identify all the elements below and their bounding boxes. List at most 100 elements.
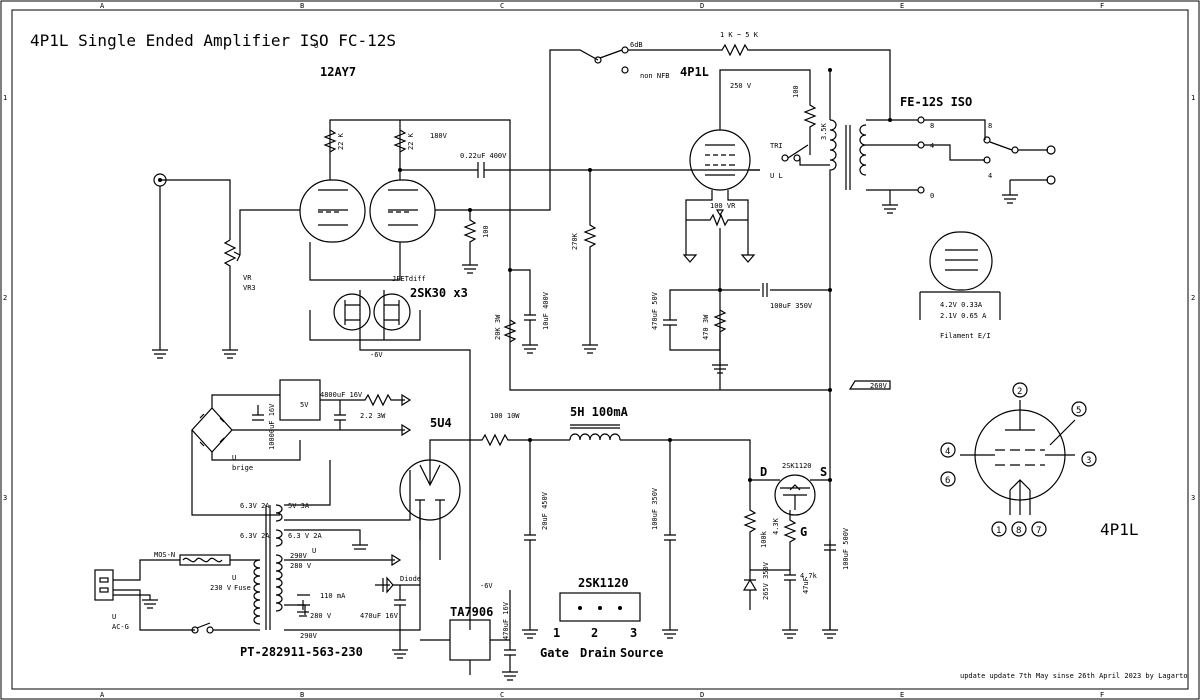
iec-pin-2	[99, 587, 109, 593]
filament-box: 4.2V 0.33A 2.1V 0.65 A Filament E/I	[919, 231, 1001, 340]
regulator-label: TA7906	[450, 605, 493, 619]
tube-right-triode	[369, 179, 436, 243]
right-triode-elements	[388, 189, 418, 226]
c-100uf350-label: 100uF 350V	[770, 302, 813, 310]
title-u-mark: U	[314, 42, 318, 50]
pinout-elements	[960, 400, 1076, 515]
ac-g: AC-G	[112, 623, 129, 631]
r-470-label: 470 3W	[702, 314, 710, 340]
regulator-wires	[420, 590, 518, 681]
sec-5v3a: 5V 3A	[288, 502, 310, 510]
fb-6db-contact	[621, 46, 629, 54]
resistor-22k-right	[393, 129, 407, 153]
output-transformer: 8 4 0 8 4	[828, 68, 1056, 630]
tap-wires	[924, 119, 986, 161]
cathode-cap-470uf	[663, 289, 720, 351]
col-marker-f-bottom: F	[1100, 691, 1104, 699]
preamp-tube-12ay7: 22 K 22 K 180V 0.22uF 400V 100	[299, 49, 760, 281]
v260-label: 260V	[870, 382, 888, 390]
b-plus-wire	[509, 270, 830, 391]
pin-drain: Drain	[580, 646, 616, 660]
mains-input: MOS-N U 230 V Fuse U AC-G	[94, 551, 260, 634]
c-47uf-label: 47uF	[802, 577, 810, 594]
pin-3: 3	[630, 626, 637, 640]
power-switch-a[interactable]	[191, 626, 199, 634]
border-markers: A B C D E F A B C D E F 1 2 3 1 2 3	[3, 2, 1195, 699]
ot-secondary	[859, 124, 867, 176]
power-switch-lever[interactable]	[196, 622, 260, 631]
pin-7-circle	[1031, 521, 1047, 537]
jfet-wires	[309, 310, 471, 630]
feedback-wire	[435, 49, 599, 211]
c-470uf16-label: 470uF 16V	[360, 612, 399, 620]
junction-dot	[718, 288, 722, 292]
pin-4-label: 4	[945, 447, 950, 457]
r-270k-label: 270K	[571, 232, 579, 250]
power-switch-b[interactable]	[206, 626, 214, 634]
pin-7-label: 7	[1036, 526, 1041, 536]
col-marker-d-bottom: D	[700, 691, 704, 699]
output-tube-grids	[705, 144, 735, 176]
c-10uf-label: 10uF 400V	[542, 291, 550, 330]
r-22k-right-label: 22 K	[407, 132, 415, 150]
pin-1: 1	[553, 626, 560, 640]
sec-110ma: 110 mA	[320, 592, 346, 600]
mosfet-elements	[780, 484, 810, 510]
pin-6-circle	[940, 471, 956, 487]
v180-label: 180V	[430, 132, 448, 140]
row-marker-1-left: 1	[3, 94, 7, 102]
mosfet-icon	[774, 474, 816, 516]
output-transformer-label: FE-12S ISO	[900, 95, 972, 109]
mosfet-pkg-icon	[559, 592, 641, 622]
col-marker-e-top: E	[900, 2, 904, 10]
filter-cap-100uf500	[822, 540, 838, 639]
mosfet-package: 2SK1120 1 2 3 Gate Drain Source	[540, 576, 663, 660]
resistor-22k-left	[323, 129, 337, 153]
c-20uf-label: 20uF 450V	[541, 491, 549, 530]
speaker-plus-terminal[interactable]	[1046, 145, 1056, 155]
reg-5v-label: 5V	[300, 401, 309, 409]
junction-dot	[508, 268, 512, 272]
heater-filter	[320, 393, 405, 431]
col-marker-d-top: D	[700, 2, 704, 10]
r-4-3k-label: 4.3K	[772, 517, 780, 535]
mains-wires	[113, 559, 195, 631]
pin-source: Source	[620, 646, 663, 660]
coupling-cap	[477, 162, 485, 178]
volume-pot	[223, 239, 237, 350]
regulator-5v-icon	[279, 379, 321, 421]
negative-supply: Diode 470uF 16V TA7906 -6V 470uF 16V	[360, 575, 518, 681]
bridge-diodes	[199, 413, 225, 447]
neg-filter	[392, 584, 420, 659]
speaker-minus-terminal[interactable]	[1046, 175, 1056, 185]
fb-switch-contact	[594, 56, 602, 64]
pinout-name: 4P1L	[1100, 520, 1139, 539]
jfet-left-icon	[333, 293, 371, 331]
pin-5-circle	[1071, 401, 1087, 417]
fet-g-label: G	[800, 525, 807, 539]
grid-resistor-270k	[582, 170, 598, 354]
heater-arrow	[391, 553, 402, 567]
mosfet-pkg-label: 2SK1120	[578, 576, 629, 590]
pt-primary	[253, 559, 261, 625]
jfet-label: 2SK30 x3	[410, 286, 468, 300]
coupling-cap-label: 0.22uF 400V	[460, 152, 507, 160]
iec-inlet-icon[interactable]	[94, 569, 114, 601]
r-2-2-label: 2.2 3W	[360, 412, 386, 420]
mosfet-filter: D S G 2SK1120 100k 4.3K 4.7k 47uF 265V 3…	[742, 462, 850, 639]
pin-5-label: 5	[1076, 406, 1081, 416]
rectifier-5u4: 5U4	[399, 416, 470, 560]
bridge-label: brige	[232, 464, 253, 472]
zener-label: 265V 350V	[762, 561, 770, 600]
tri-contact	[781, 154, 789, 162]
v230-label: 230 V	[210, 584, 232, 592]
row-marker-2-left: 2	[3, 294, 7, 302]
junction-dot	[398, 168, 402, 172]
spk-switch-lever	[989, 141, 1013, 151]
pin-2-circle	[1012, 382, 1028, 398]
junction-dot	[468, 208, 472, 212]
sec-290-b: 290V	[300, 632, 318, 640]
cap-10000uf	[252, 405, 264, 421]
feedback-resistor	[628, 43, 891, 120]
